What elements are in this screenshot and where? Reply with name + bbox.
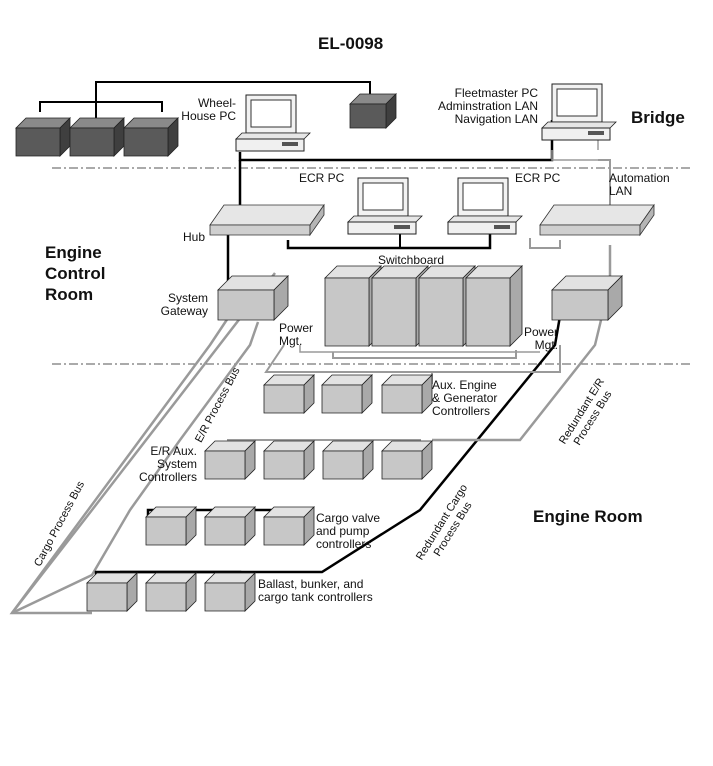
wheelhouse-monitor-3 — [123, 117, 179, 157]
ballast-controller-1 — [86, 572, 138, 612]
wheelhouse-monitor-4 — [349, 93, 397, 129]
aux-engine-controller-3 — [381, 374, 433, 414]
diagram-title: EL-0098 — [318, 34, 384, 53]
automation-hub — [539, 203, 655, 237]
redundant-cargo-bus — [120, 315, 562, 574]
er-aux-controller-1 — [204, 440, 256, 480]
switchboard-cabinet-4 — [465, 265, 523, 347]
automation-hub-link — [529, 238, 561, 249]
cargo-valve-controller-1 — [145, 506, 197, 546]
wheelhouse-monitor-2 — [69, 117, 125, 157]
label-wheelhouse-pc: Wheel- House PC — [181, 96, 236, 123]
aux-engine-controller-1 — [263, 374, 315, 414]
redundant-er-top — [432, 345, 561, 373]
hub-left — [209, 203, 325, 237]
redundant-er-bus — [432, 315, 604, 442]
ballast-controller-3 — [204, 572, 256, 612]
cargo-process-bus — [9, 317, 230, 615]
wheelhouse-pc — [235, 94, 311, 152]
label-power-mgt-right: Power Mgt. — [523, 325, 558, 352]
switchboard-base-lines — [332, 350, 517, 359]
er-aux-controller-2 — [263, 440, 315, 480]
system-gateway — [217, 275, 289, 321]
er-aux-controller-3 — [322, 440, 374, 480]
label-system-gateway: System Gateway — [160, 291, 208, 318]
label-ecr-pc-left: ECR PC — [299, 171, 345, 185]
label-switchboard: Switchboard — [378, 253, 445, 267]
wheelhouse-monitors-line — [39, 101, 163, 112]
zone-bridge: Bridge — [631, 108, 685, 127]
cargo-valve-controller-2 — [204, 506, 256, 546]
label-power-mgt-left: Power Mgt. — [279, 321, 314, 348]
cargo-valve-controller-3 — [263, 506, 315, 546]
switchboard-power-link — [299, 345, 540, 353]
label-ecr-pc-right: ECR PC — [515, 171, 561, 185]
fleetmaster-pc — [541, 83, 617, 141]
zone-engine-control-room: Engine Control Room — [45, 243, 106, 304]
fleetmaster-gray — [551, 150, 610, 161]
aux-engine-controller-2 — [321, 374, 373, 414]
ecr-pc-left — [347, 177, 423, 235]
er-process-bus-path — [11, 321, 260, 615]
label-cargo-valve-controllers: Cargo valve and pump controllers — [316, 511, 381, 551]
er-aux-controller-4 — [381, 440, 433, 480]
label-aux-engine-controllers: Aux. Engine & Generator Controllers — [432, 378, 498, 418]
automation-gateway — [551, 275, 623, 321]
ecr-black-bus — [286, 225, 492, 250]
label-ballast-controllers: Ballast, bunker, and cargo tank controll… — [258, 577, 373, 604]
label-fleetmaster-pc: Fleetmaster PC Adminstration LAN Navigat… — [437, 86, 538, 126]
zone-engine-room: Engine Room — [533, 507, 643, 526]
label-automation-lan: Automation LAN — [609, 171, 670, 198]
ballast-controller-2 — [145, 572, 197, 612]
wheelhouse-monitor-1 — [15, 117, 71, 157]
label-er-aux-controllers: E/R Aux. System Controllers — [138, 444, 197, 484]
ecr-pc-right — [447, 177, 523, 235]
label-hub: Hub — [183, 230, 206, 244]
